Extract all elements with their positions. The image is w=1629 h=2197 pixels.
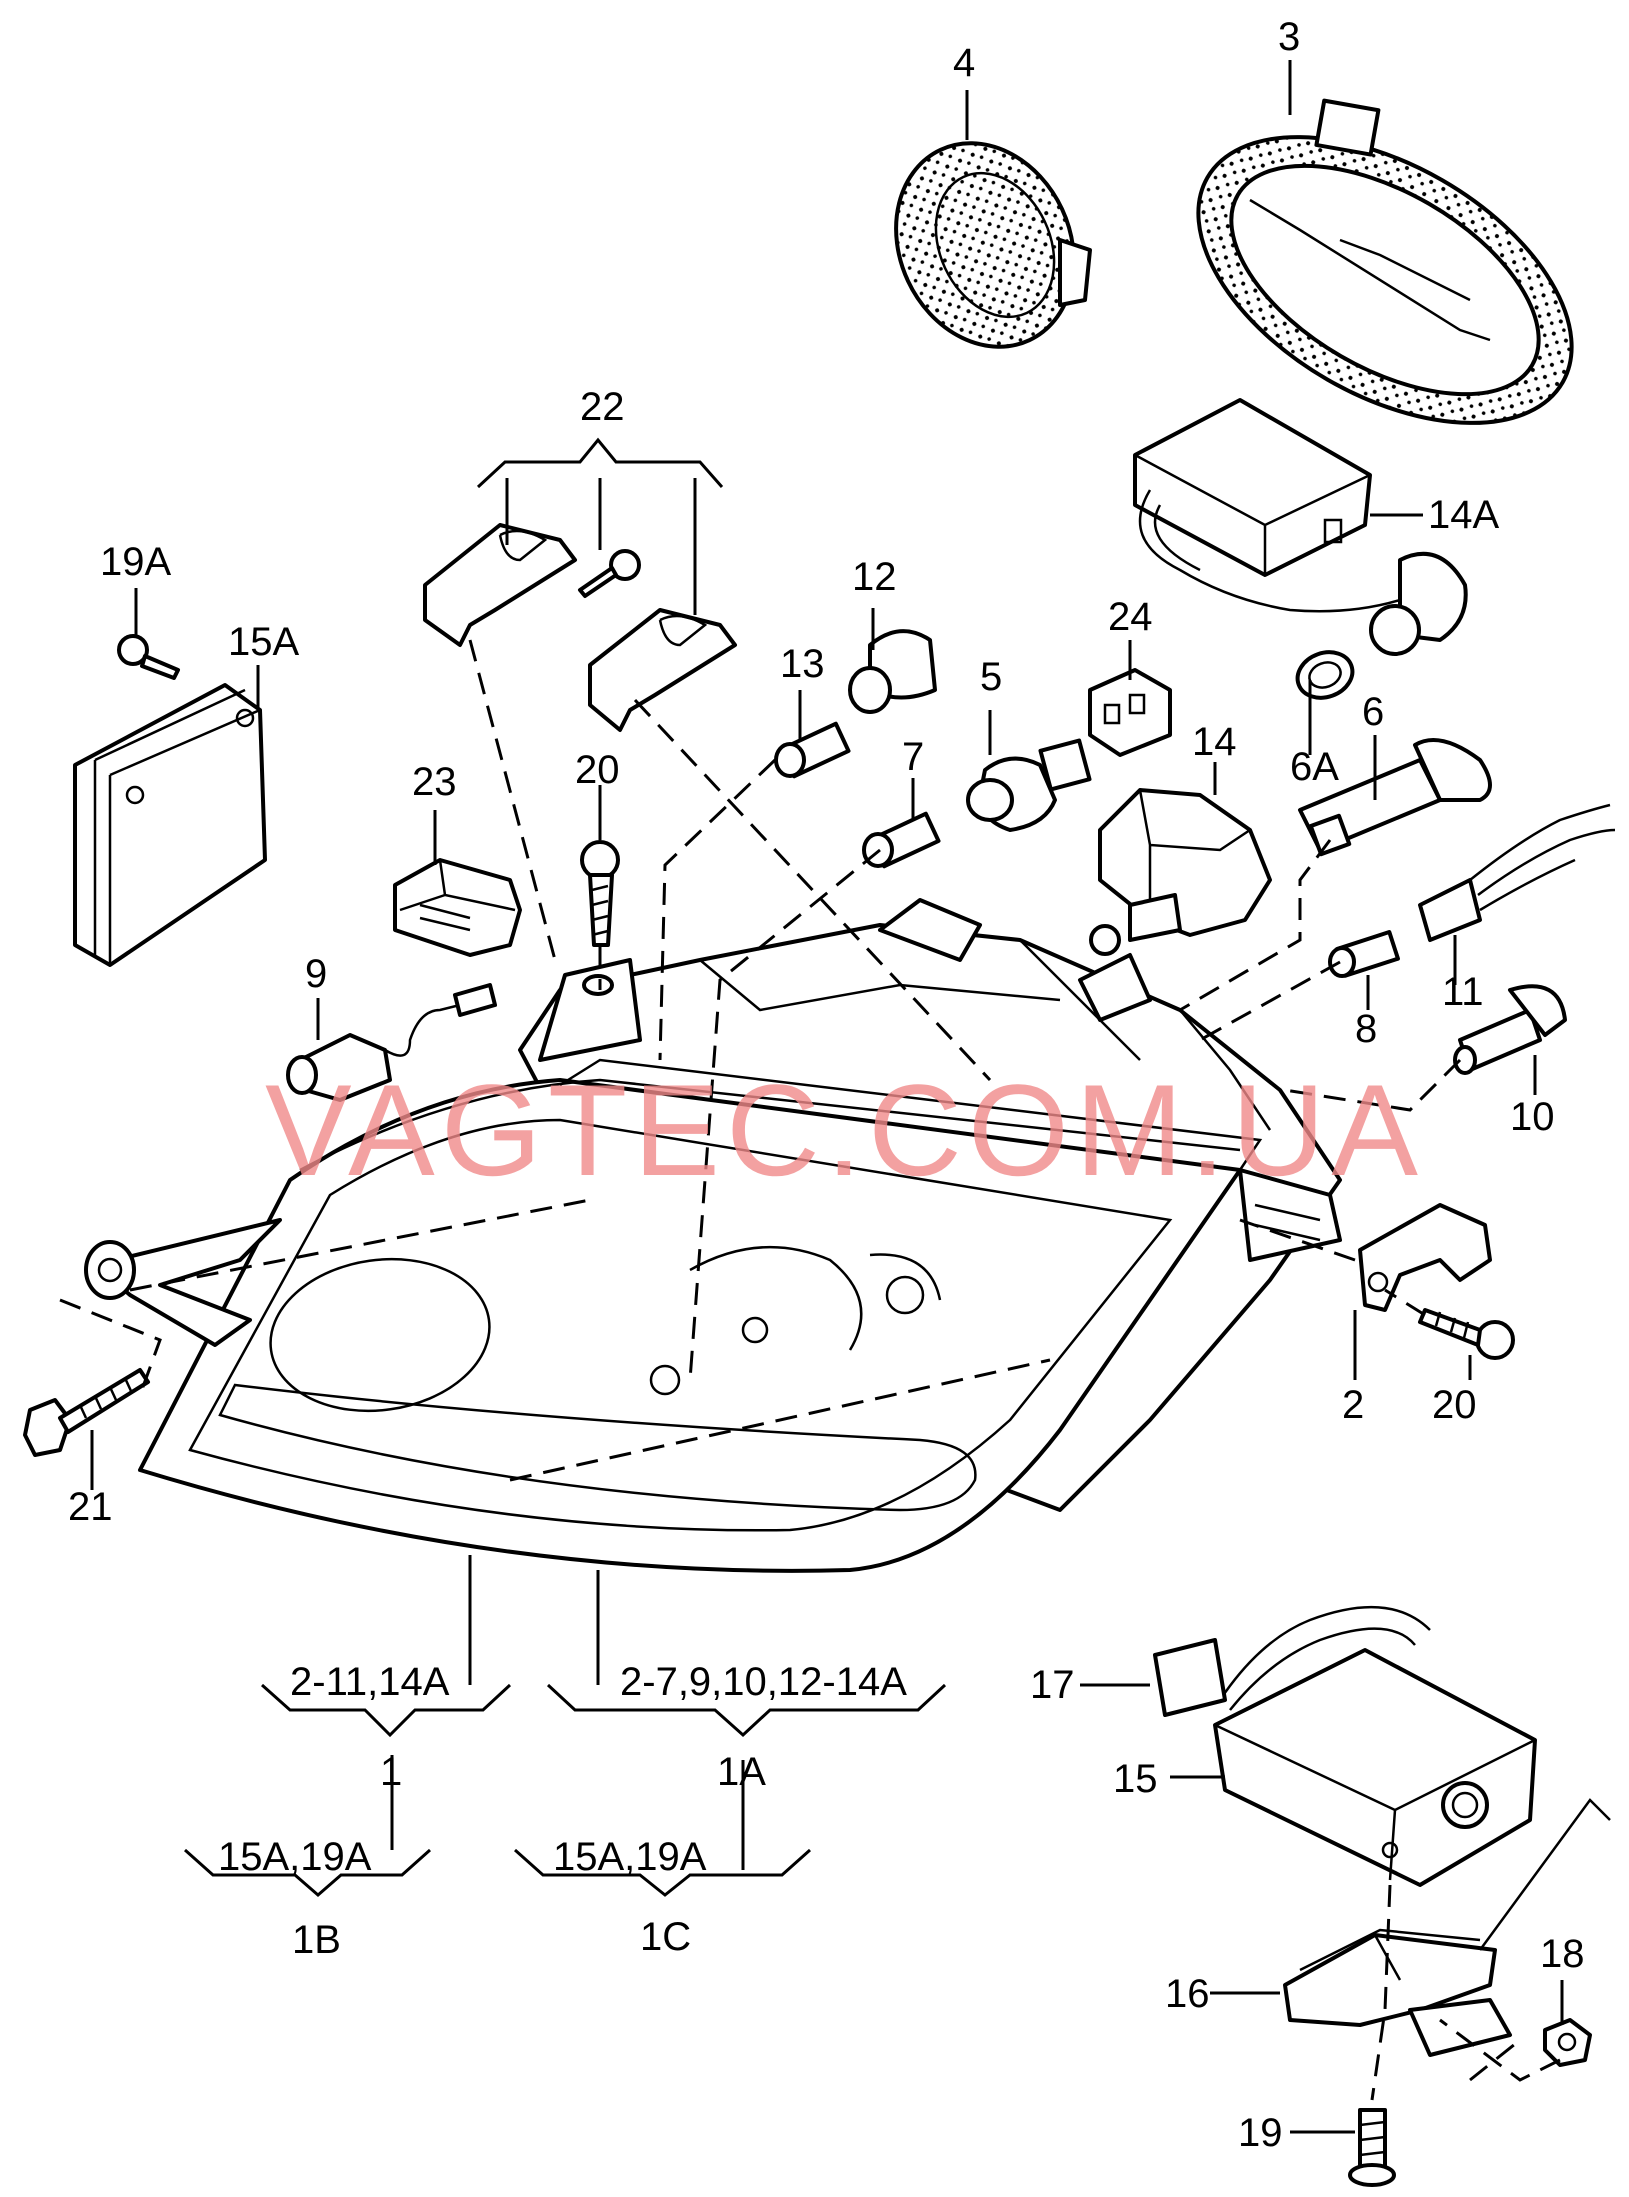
bulb-socket-5 xyxy=(966,738,1092,832)
callout-13: 13 xyxy=(780,642,825,686)
group-1-contents: 2-11,14A xyxy=(290,1660,450,1704)
callout-3: 3 xyxy=(1278,15,1300,59)
bulb-7 xyxy=(862,811,941,869)
callout-22: 22 xyxy=(580,385,625,429)
callout-1B: 1B xyxy=(292,1918,341,1962)
connector-24 xyxy=(1088,668,1172,757)
callout-12: 12 xyxy=(852,555,897,599)
bulb-holder-12 xyxy=(848,629,937,714)
callout-15A: 15A xyxy=(228,620,299,664)
callout-6A: 6A xyxy=(1290,745,1339,789)
callout-21: 21 xyxy=(68,1485,113,1529)
screw-19 xyxy=(1348,2108,1396,2187)
screw-20-top xyxy=(580,840,620,947)
callout-18: 18 xyxy=(1540,1932,1585,1976)
callout-1C: 1C xyxy=(640,1915,691,1959)
watermark-text: VAGTEC.COM.UA xyxy=(265,1057,1424,1203)
bracket-16 xyxy=(1283,1798,1611,2057)
seal-ring-4 xyxy=(894,141,1092,349)
assembly-lines xyxy=(59,639,1561,2101)
callout-16: 16 xyxy=(1165,1972,1210,2016)
callout-2: 2 xyxy=(1342,1383,1364,1427)
callout-14A: 14A xyxy=(1428,493,1499,537)
callout-10: 10 xyxy=(1510,1095,1555,1139)
callout-7: 7 xyxy=(902,735,924,779)
bulb-holder-6 xyxy=(1298,551,1492,857)
retaining-ring-6A xyxy=(1295,650,1355,700)
callout-20-right: 20 xyxy=(1432,1383,1477,1427)
callout-11: 11 xyxy=(1442,970,1484,1014)
callout-1A: 1A xyxy=(717,1750,766,1794)
mounting-bracket-2 xyxy=(1358,1203,1492,1312)
group-1B-contents: 15A,19A xyxy=(218,1835,372,1879)
bolt-21 xyxy=(23,1368,150,1457)
range-control-motor-14 xyxy=(1089,788,1272,956)
callout-labels: 4 3 22 14A 19A 15A 12 24 13 5 6 6A 14 7 … xyxy=(68,15,1585,2155)
bulb-13 xyxy=(774,721,851,779)
bracket-set-22 xyxy=(423,523,737,732)
headlight-housing xyxy=(84,898,1342,1573)
control-unit-15 xyxy=(1153,1605,1537,1887)
leader-lines xyxy=(90,60,1564,2134)
bulb-10 xyxy=(1453,984,1567,1075)
callout-15: 15 xyxy=(1113,1757,1158,1801)
callout-8: 8 xyxy=(1355,1007,1377,1051)
callout-24: 24 xyxy=(1108,595,1153,639)
callout-17: 17 xyxy=(1030,1663,1075,1707)
housing-cover-3 xyxy=(1196,98,1574,425)
control-unit-14A xyxy=(1133,398,1401,613)
screw-19A xyxy=(117,634,180,680)
control-unit-15A xyxy=(73,683,267,967)
bulb-9 xyxy=(286,983,497,1102)
callout-23: 23 xyxy=(412,760,457,804)
callout-4: 4 xyxy=(953,41,975,85)
connector-23 xyxy=(393,858,522,957)
callout-20-top: 20 xyxy=(575,748,620,792)
callout-9: 9 xyxy=(305,952,327,996)
group-1A-contents: 2-7,9,10,12-14A xyxy=(620,1660,907,1704)
callout-19A: 19A xyxy=(100,540,171,584)
callout-5: 5 xyxy=(980,655,1002,699)
bulb-8 xyxy=(1328,930,1400,978)
bulb-connector-11 xyxy=(1418,803,1616,942)
callout-14: 14 xyxy=(1192,720,1237,764)
group-1C-contents: 15A,19A xyxy=(553,1835,707,1879)
callout-1: 1 xyxy=(380,1750,402,1794)
callout-6: 6 xyxy=(1362,690,1384,734)
callout-19: 19 xyxy=(1238,2111,1283,2155)
screw-20-right xyxy=(1418,1308,1515,1360)
nut-18 xyxy=(1543,2018,1592,2067)
